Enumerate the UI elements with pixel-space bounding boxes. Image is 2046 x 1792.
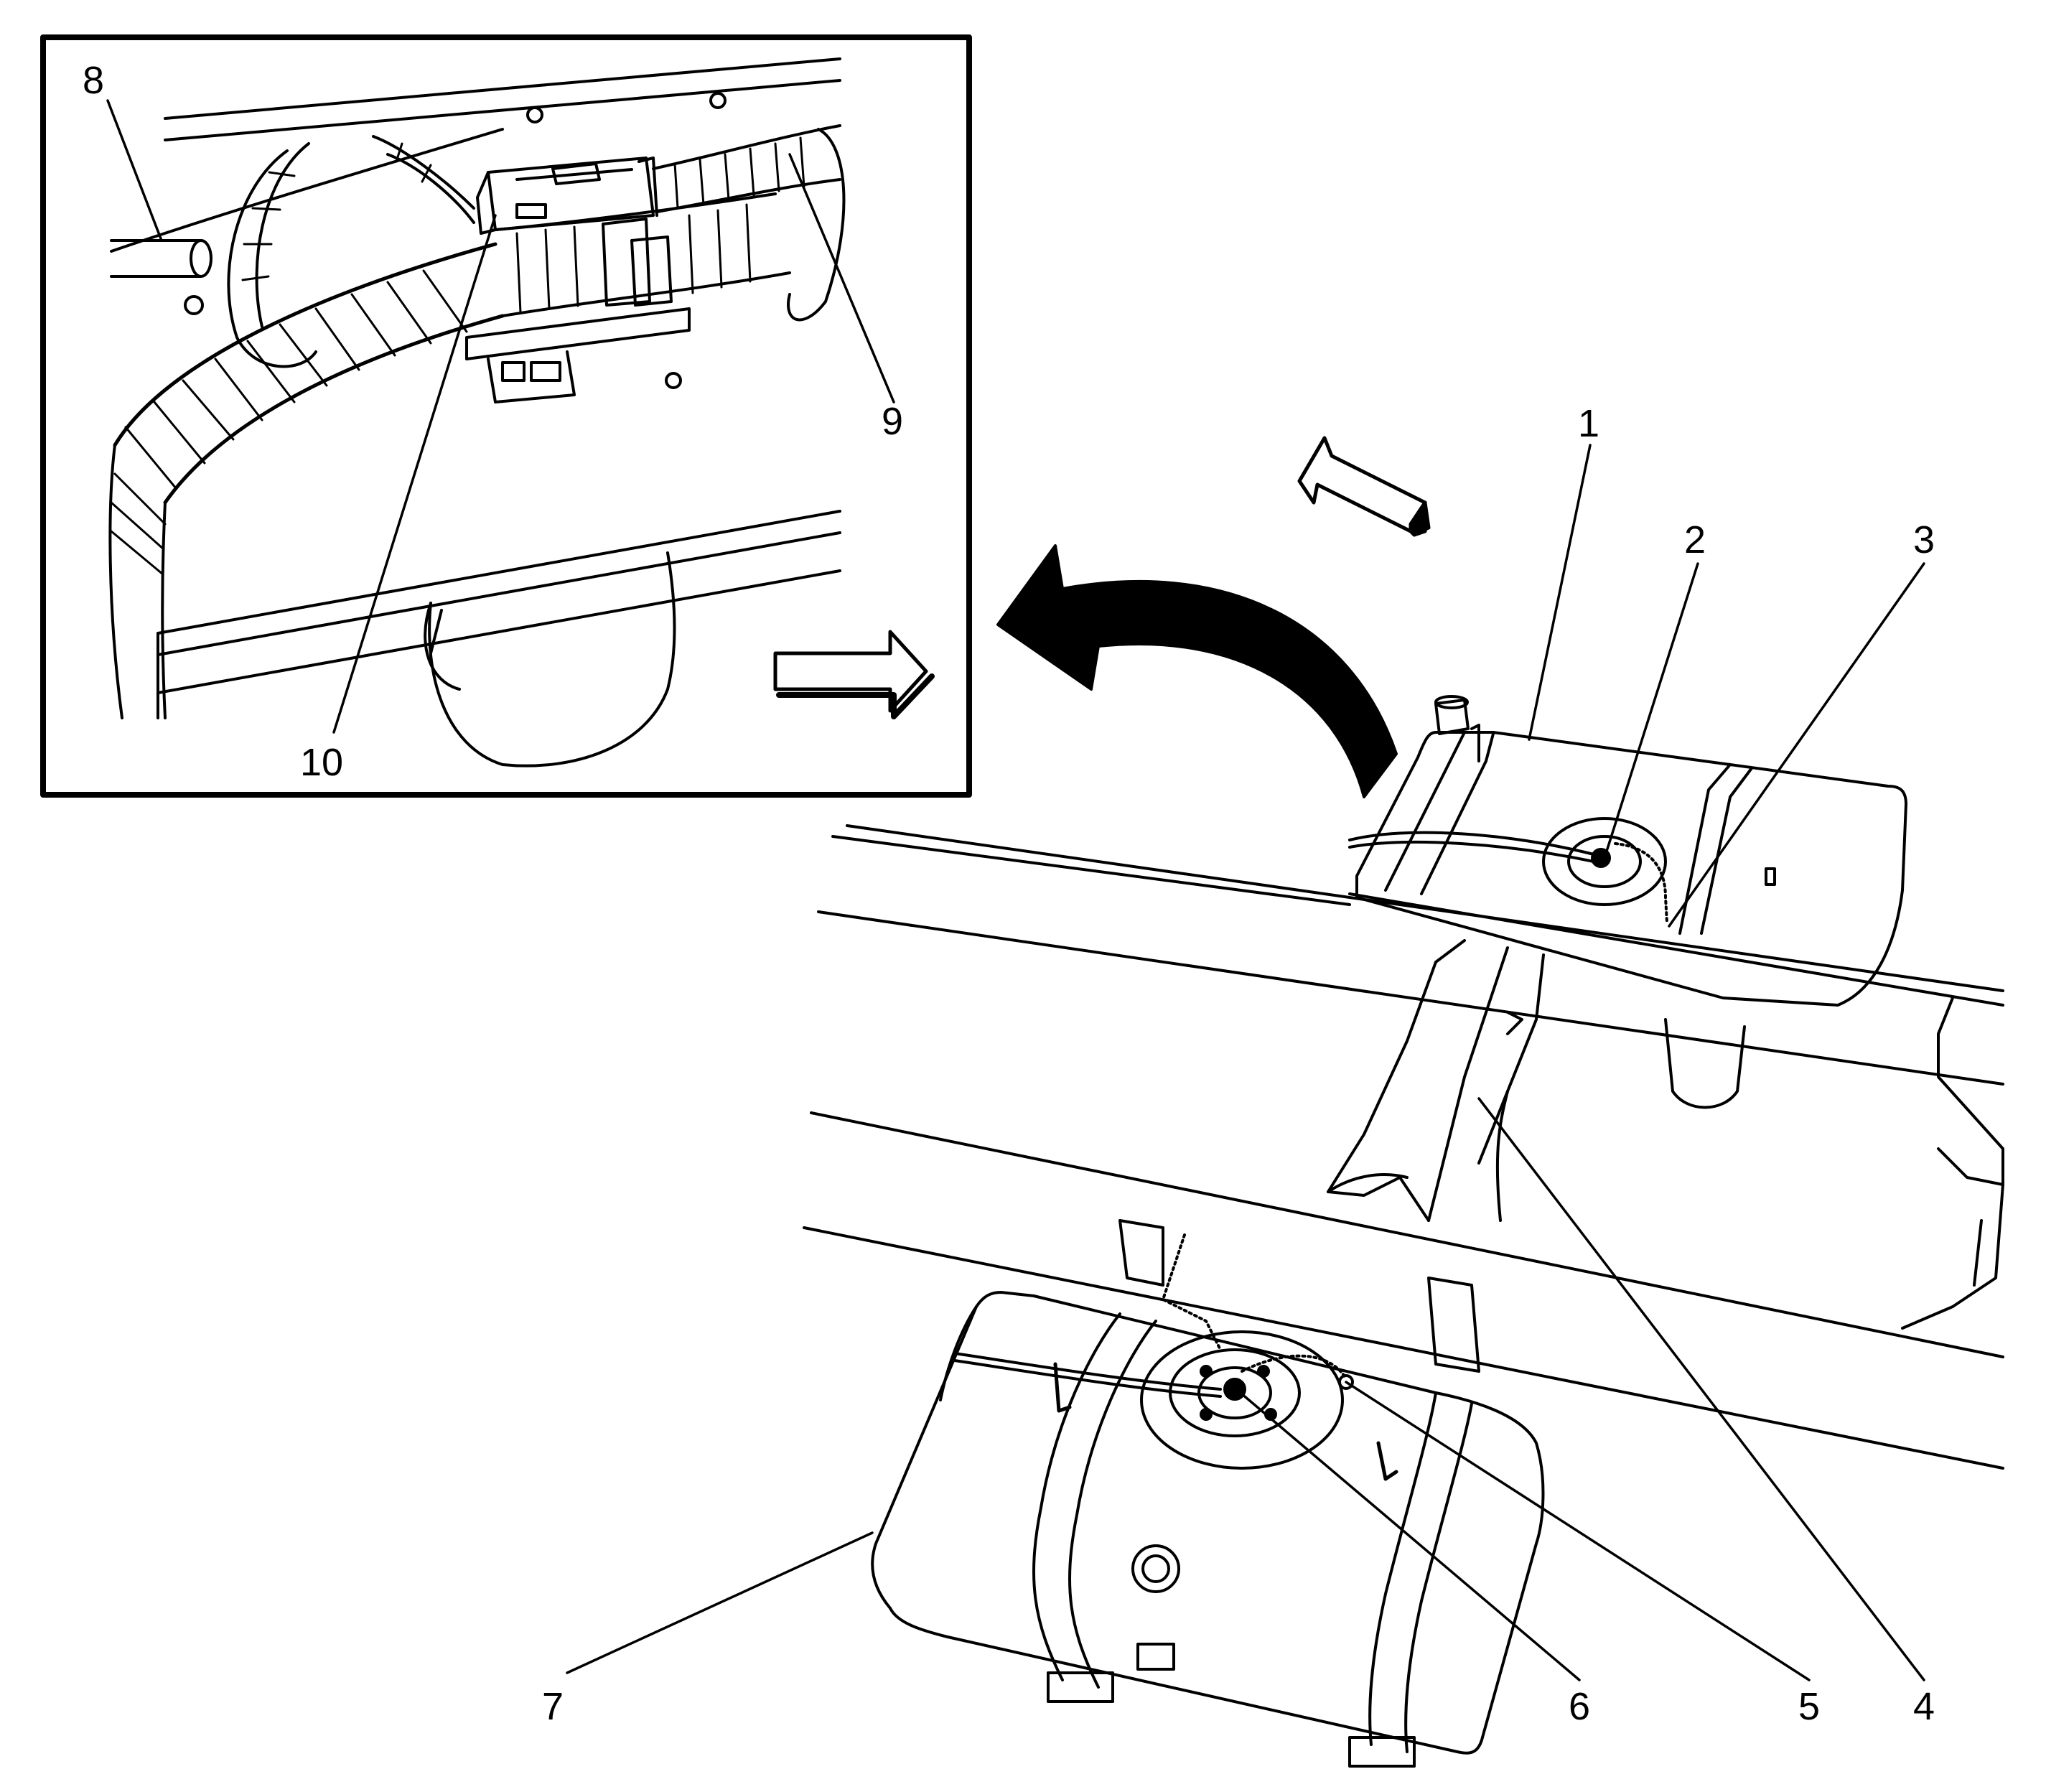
upper-frame-rail — [817, 824, 2004, 1186]
inset-lower-rail — [157, 510, 841, 719]
inset-upper-rail — [110, 57, 841, 389]
inset-harness-loop — [227, 135, 475, 368]
callout-5: 5 — [1798, 1685, 1820, 1728]
inset-tank-lobe — [424, 551, 676, 767]
detail-inset — [40, 34, 972, 798]
callout-2: 2 — [1684, 518, 1706, 561]
callout-6: 6 — [1569, 1685, 1590, 1728]
front-direction-arrow-icon — [1297, 436, 1431, 537]
callout-labels: 8 9 10 1 2 3 4 5 6 7 — [83, 59, 1935, 1728]
callout-8: 8 — [83, 59, 104, 102]
rear-fuel-tank — [1348, 695, 1907, 1109]
inset-harness-main — [108, 242, 505, 719]
callout-1: 1 — [1578, 402, 1599, 445]
cross-member — [1327, 939, 1545, 1222]
inset-electrical-connector — [476, 157, 658, 235]
callout-3: 3 — [1913, 518, 1935, 561]
callout-4: 4 — [1913, 1685, 1935, 1728]
callout-7: 7 — [542, 1685, 564, 1728]
view-curve-arrow-icon — [996, 544, 1398, 798]
inset-harness-lower — [494, 192, 791, 317]
lower-frame-rail — [803, 1111, 2004, 1470]
callout-9: 9 — [882, 400, 903, 443]
inset-pipe — [110, 239, 212, 278]
inset-bracket — [465, 307, 691, 403]
callout-10: 10 — [300, 741, 343, 784]
inset-forward-arrow-icon — [773, 630, 935, 719]
leader-lines — [106, 99, 1925, 1681]
front-fuel-tank — [871, 1219, 1545, 1768]
inset-frame — [40, 34, 972, 798]
